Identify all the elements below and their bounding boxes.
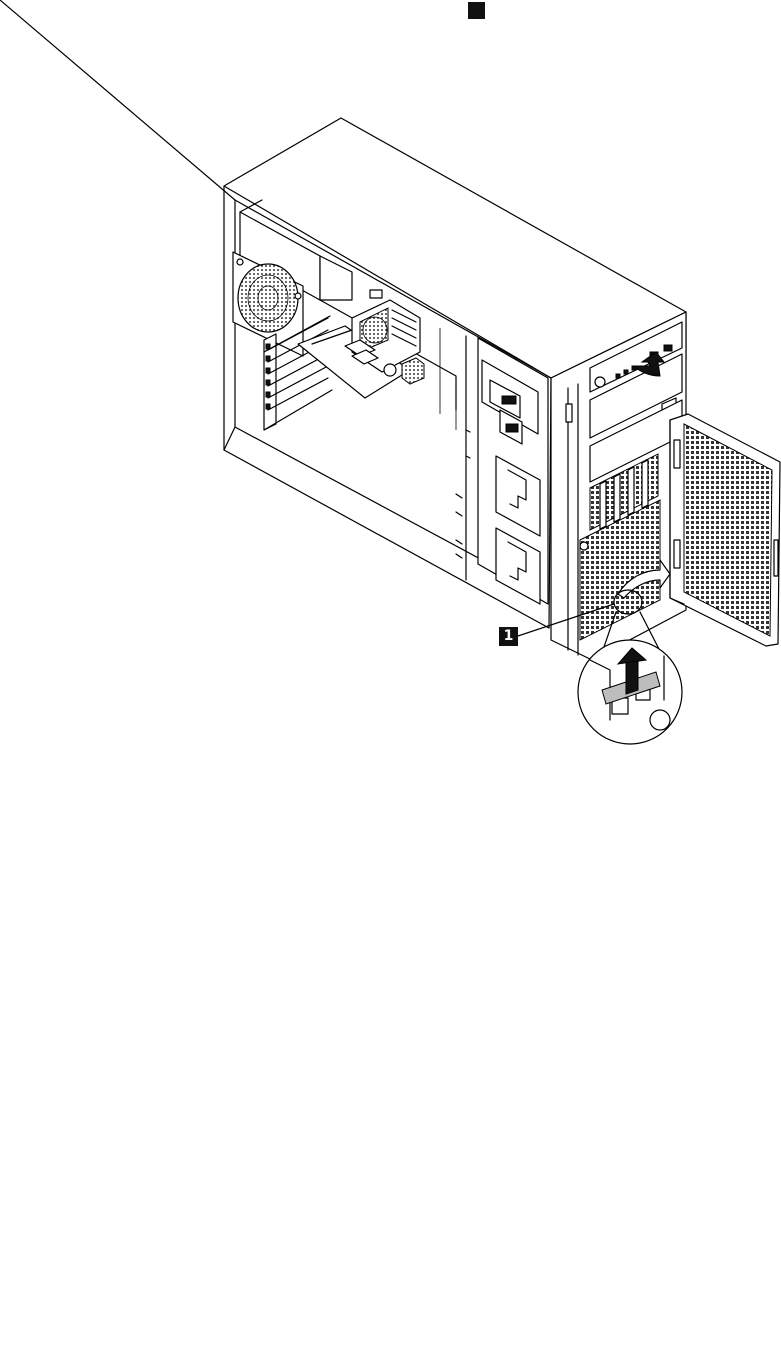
detail-magnifier-circle [578,640,682,744]
power-button-icon [595,377,605,387]
front-door-icon [670,414,780,646]
drive-cage [456,336,548,604]
callout-number-1: 1 [499,627,518,646]
